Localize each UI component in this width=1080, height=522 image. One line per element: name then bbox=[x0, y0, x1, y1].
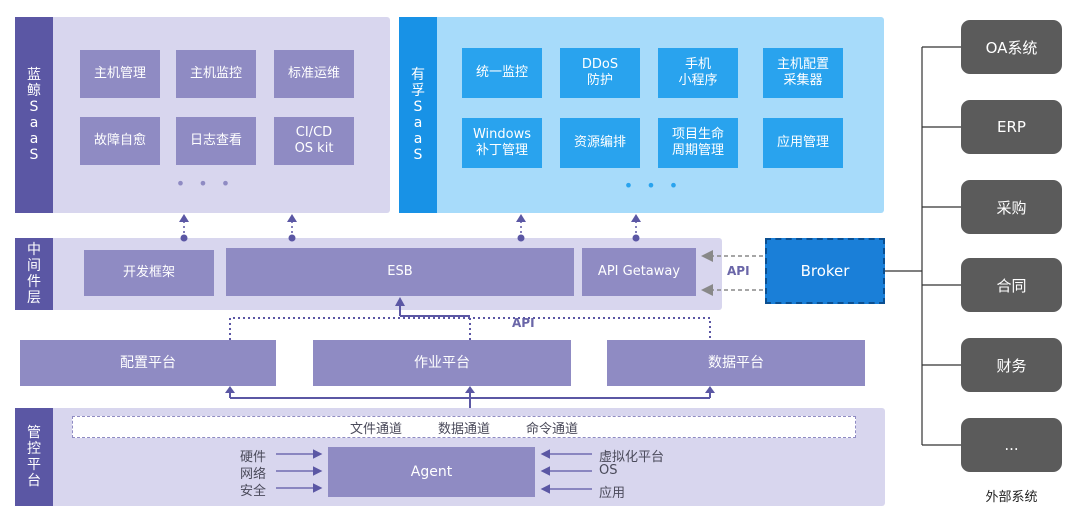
label-char: 管 bbox=[27, 425, 41, 441]
label-char: 中 bbox=[27, 242, 41, 258]
label-char: a bbox=[413, 115, 423, 131]
label-char: 有 bbox=[411, 67, 425, 83]
lanjing-box-cicd-oskit: CI/CD OS kit bbox=[274, 117, 354, 165]
api-side-label: API bbox=[727, 264, 750, 278]
config-platform-box: 配置平台 bbox=[20, 340, 276, 386]
middleware-label: 中 间 件 层 bbox=[15, 238, 53, 310]
youfu-box-project-lifecycle: 项目生命 周期管理 bbox=[658, 118, 738, 168]
lanjing-saas-label: 蓝 鲸 S a a S bbox=[15, 17, 53, 213]
label-char: 层 bbox=[27, 290, 41, 306]
agent-box: Agent bbox=[328, 447, 535, 497]
data-channel: 数据通道 bbox=[437, 421, 490, 437]
label-char: a bbox=[29, 115, 39, 131]
os-label: OS bbox=[599, 463, 618, 478]
external-more: ... bbox=[961, 418, 1062, 472]
lanjing-more-dots: • • • bbox=[175, 174, 235, 193]
esb-box: ESB bbox=[226, 248, 574, 296]
youfu-box-unified-monitoring: 统一监控 bbox=[462, 48, 542, 98]
application-label: 应用 bbox=[599, 486, 626, 501]
api-gateway-box: API Getaway bbox=[582, 248, 696, 296]
label-char: 件 bbox=[27, 274, 41, 290]
job-platform-box: 作业平台 bbox=[313, 340, 571, 386]
youfu-box-windows-patch: Windows 补丁管理 bbox=[462, 118, 542, 168]
external-oa-system: OA系统 bbox=[961, 20, 1062, 74]
command-channel: 命令通道 bbox=[526, 421, 579, 437]
label-char: 孚 bbox=[411, 83, 425, 99]
youfu-box-host-config-collector: 主机配置 采集器 bbox=[763, 48, 843, 98]
lanjing-box-log-view: 日志查看 bbox=[176, 117, 256, 165]
youfu-box-app-management: 应用管理 bbox=[763, 118, 843, 168]
lanjing-box-standard-ops: 标准运维 bbox=[274, 50, 354, 98]
label-char: S bbox=[413, 147, 423, 163]
youfu-box-ddos-protection: DDoS 防护 bbox=[560, 48, 640, 98]
label-char: 平 bbox=[27, 457, 41, 473]
file-channel: 文件通道 bbox=[349, 421, 402, 437]
broker-box: Broker bbox=[765, 238, 885, 304]
lanjing-box-fault-self-healing: 故障自愈 bbox=[80, 117, 160, 165]
label-char: 鲸 bbox=[27, 83, 41, 99]
control-platform-label: 管 控 平 台 bbox=[15, 408, 53, 506]
youfu-more-dots: • • • bbox=[623, 176, 683, 195]
external-contract: 合同 bbox=[961, 258, 1062, 312]
label-char: S bbox=[29, 99, 39, 115]
label-char: 间 bbox=[27, 258, 41, 274]
youfu-saas-label: 有 孚 S a a S bbox=[399, 17, 437, 213]
dev-framework-box: 开发框架 bbox=[84, 250, 214, 296]
lanjing-saas-panel bbox=[15, 17, 390, 213]
label-char: a bbox=[29, 131, 39, 147]
label-char: 蓝 bbox=[27, 67, 41, 83]
external-procurement: 采购 bbox=[961, 180, 1062, 234]
lanjing-box-host-monitoring: 主机监控 bbox=[176, 50, 256, 98]
external-erp: ERP bbox=[961, 100, 1062, 154]
hardware-label: 硬件 bbox=[240, 450, 267, 465]
label-char: a bbox=[413, 131, 423, 147]
security-label: 安全 bbox=[240, 484, 267, 499]
network-label: 网络 bbox=[240, 467, 267, 482]
api-bottom-label: API bbox=[512, 316, 535, 330]
youfu-box-resource-orchestration: 资源编排 bbox=[560, 118, 640, 168]
youfu-box-mini-program: 手机 小程序 bbox=[658, 48, 738, 98]
lanjing-box-host-management: 主机管理 bbox=[80, 50, 160, 98]
virtualization-label: 虚拟化平台 bbox=[599, 450, 665, 465]
label-char: S bbox=[413, 99, 423, 115]
external-finance: 财务 bbox=[961, 338, 1062, 392]
channels-bar: 文件通道 数据通道 命令通道 bbox=[72, 416, 856, 438]
label-char: 控 bbox=[27, 441, 41, 457]
external-systems-caption: 外部系统 bbox=[985, 490, 1038, 505]
data-platform-box: 数据平台 bbox=[607, 340, 865, 386]
label-char: 台 bbox=[27, 473, 41, 489]
label-char: S bbox=[29, 147, 39, 163]
